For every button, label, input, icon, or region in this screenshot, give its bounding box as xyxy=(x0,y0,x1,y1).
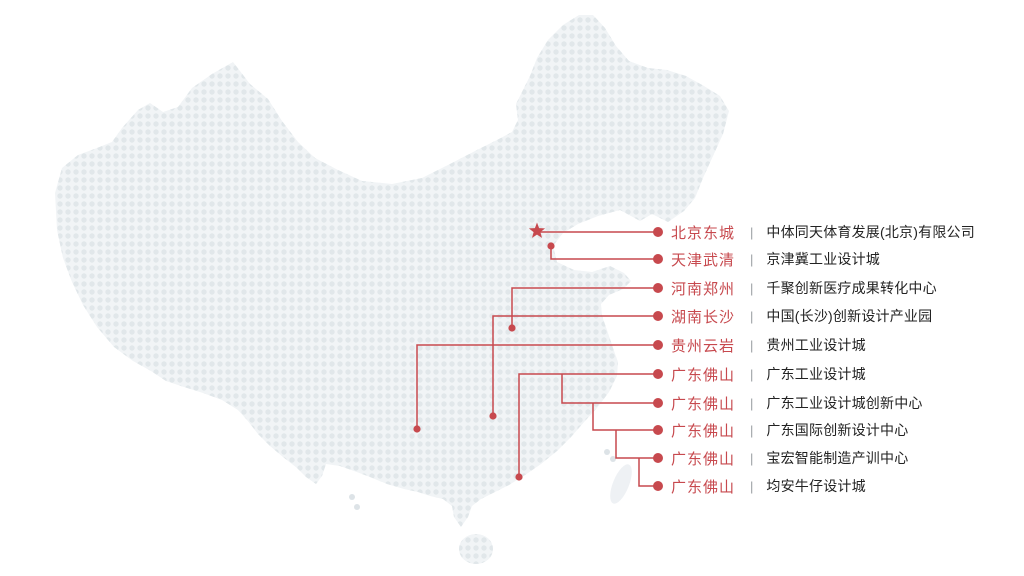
location-row: 湖南长沙 | 中国(长沙)创新设计产业园 xyxy=(653,305,932,327)
separator: | xyxy=(750,422,754,438)
location-city-label: 贵州云岩 xyxy=(671,337,736,355)
coastal-island-dot xyxy=(354,504,360,510)
location-row: 天津武清 | 京津冀工业设计城 xyxy=(653,248,880,270)
coastal-island-dot xyxy=(604,449,610,455)
location-row: 河南郑州 | 千聚创新医疗成果转化中心 xyxy=(653,277,937,299)
location-org-label: 广东国际创新设计中心 xyxy=(766,422,909,438)
connector-line xyxy=(615,430,660,459)
location-dot-icon xyxy=(653,369,663,379)
location-org-label: 均安牛仔设计城 xyxy=(766,478,866,494)
overlay-layer xyxy=(413,222,660,487)
map-marker-dot xyxy=(508,324,516,332)
coastal-island-dot xyxy=(610,456,616,462)
location-city-label: 河南郑州 xyxy=(671,280,736,298)
location-row: 广东佛山 | 广东国际创新设计中心 xyxy=(653,419,908,441)
location-dot-icon xyxy=(653,453,663,463)
location-dot-icon xyxy=(653,481,663,491)
location-city-label: 天津武清 xyxy=(671,251,736,269)
separator: | xyxy=(750,251,754,267)
location-org-label: 广东工业设计城创新中心 xyxy=(766,395,923,411)
location-city-label: 湖南长沙 xyxy=(671,308,736,326)
connector-line xyxy=(416,344,660,429)
location-city-label: 广东佛山 xyxy=(671,478,736,496)
location-row: 贵州云岩 | 贵州工业设计城 xyxy=(653,334,866,356)
location-city-label: 广东佛山 xyxy=(671,395,736,413)
connector-line xyxy=(511,287,660,328)
location-dot-icon xyxy=(653,283,663,293)
location-dot-icon xyxy=(653,425,663,435)
location-org-label: 京津冀工业设计城 xyxy=(766,251,880,267)
location-org-label: 千聚创新医疗成果转化中心 xyxy=(766,280,937,296)
location-org-label: 中体同天体育发展(北京)有限公司 xyxy=(766,224,975,240)
location-org-label: 宝宏智能制造产训中心 xyxy=(766,450,909,466)
location-row: 广东佛山 | 均安牛仔设计城 xyxy=(653,475,866,497)
location-city-label: 广东佛山 xyxy=(671,422,736,440)
location-city-label: 广东佛山 xyxy=(671,366,736,384)
connector-line xyxy=(550,246,660,260)
map-marker-dot xyxy=(489,412,497,420)
separator: | xyxy=(750,395,754,411)
hainan-island-dots xyxy=(459,534,493,564)
separator: | xyxy=(750,224,754,240)
beijing-star-icon xyxy=(528,222,546,238)
connector-line xyxy=(492,315,660,416)
separator: | xyxy=(750,337,754,353)
connector-line xyxy=(518,373,660,477)
map-marker-dot xyxy=(547,242,555,250)
coastal-island-dot xyxy=(349,494,355,500)
location-city-label: 广东佛山 xyxy=(671,450,736,468)
location-org-label: 贵州工业设计城 xyxy=(766,337,866,353)
location-row: 北京东城 | 中体同天体育发展(北京)有限公司 xyxy=(653,221,975,243)
location-dot-icon xyxy=(653,227,663,237)
location-dot-icon xyxy=(653,340,663,350)
location-row: 广东佛山 | 宝宏智能制造产训中心 xyxy=(653,447,908,469)
taiwan-island xyxy=(605,461,637,507)
location-org-label: 中国(长沙)创新设计产业园 xyxy=(766,308,933,324)
location-city-label: 北京东城 xyxy=(671,224,736,242)
separator: | xyxy=(750,280,754,296)
separator: | xyxy=(750,366,754,382)
separator: | xyxy=(750,450,754,466)
location-org-label: 广东工业设计城 xyxy=(766,366,866,382)
map-marker-dot xyxy=(515,473,523,481)
location-dot-icon xyxy=(653,311,663,321)
location-row: 广东佛山 | 广东工业设计城创新中心 xyxy=(653,392,923,414)
location-dot-icon xyxy=(653,254,663,264)
location-dot-icon xyxy=(653,398,663,408)
separator: | xyxy=(750,308,754,324)
map-marker-dot xyxy=(413,425,421,433)
connector-line xyxy=(561,374,660,404)
connector-line xyxy=(592,403,660,431)
location-row: 广东佛山 | 广东工业设计城 xyxy=(653,363,866,385)
separator: | xyxy=(750,478,754,494)
